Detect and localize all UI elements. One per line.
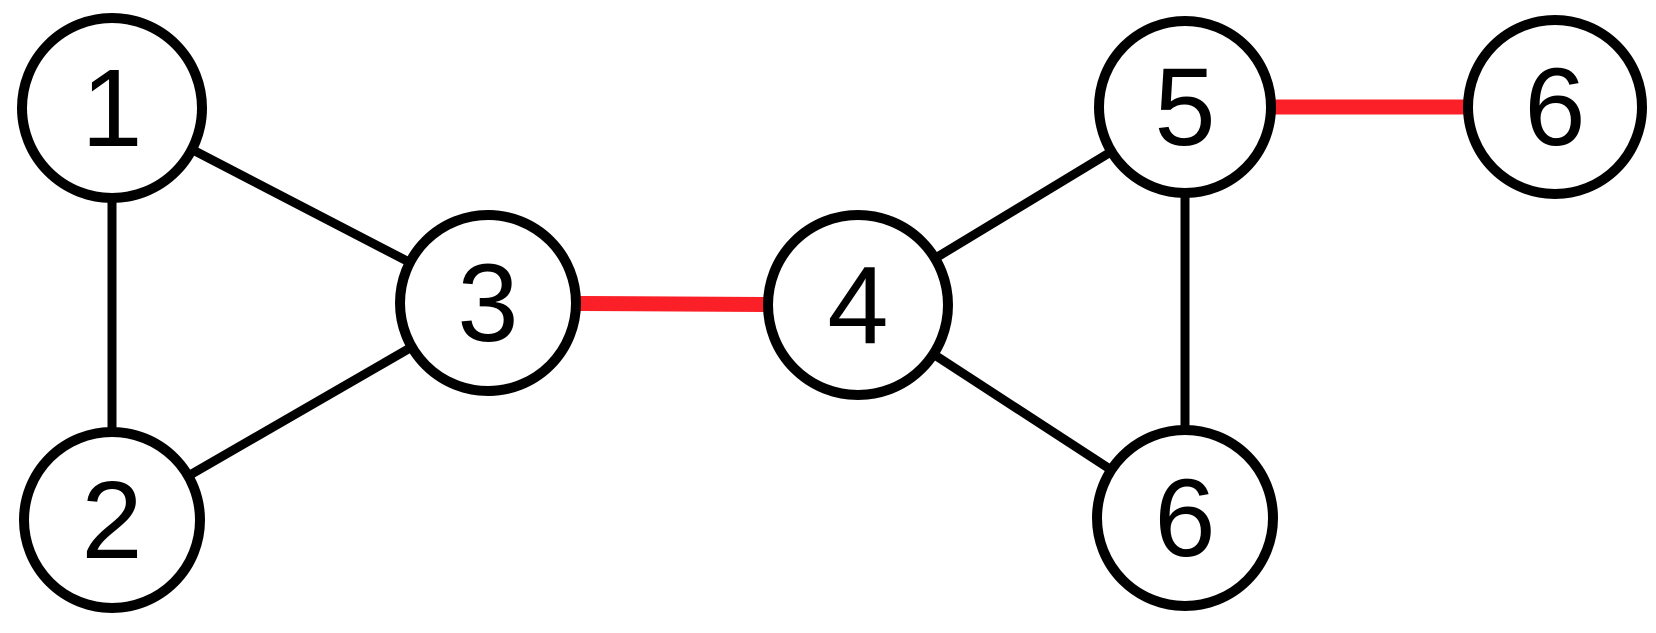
node-label: 3 <box>457 242 518 365</box>
node-circle[interactable] <box>1094 16 1276 198</box>
node-circle[interactable] <box>1092 425 1278 611</box>
node-circle[interactable] <box>1463 15 1647 199</box>
node-circle[interactable] <box>395 210 581 396</box>
graph-node-3[interactable]: 3 <box>395 210 581 396</box>
graph-node-1[interactable]: 1 <box>17 13 207 203</box>
node-label: 6 <box>1524 46 1585 169</box>
node-layer: 1 2 3 4 5 6 6 <box>17 13 1647 613</box>
graph-node-5[interactable]: 5 <box>1094 16 1276 198</box>
node-label: 4 <box>827 244 888 367</box>
node-label: 6 <box>1154 457 1215 580</box>
node-label: 2 <box>81 459 142 582</box>
node-circle[interactable] <box>19 427 205 613</box>
node-label: 5 <box>1154 46 1215 169</box>
node-circle[interactable] <box>17 13 207 203</box>
node-circle[interactable] <box>763 210 953 400</box>
graph-node-2[interactable]: 2 <box>19 427 205 613</box>
graph-node-6[interactable]: 6 <box>1092 425 1278 611</box>
graph-node-6[interactable]: 6 <box>1463 15 1647 199</box>
graph-node-4[interactable]: 4 <box>763 210 953 400</box>
node-label: 1 <box>81 47 142 170</box>
